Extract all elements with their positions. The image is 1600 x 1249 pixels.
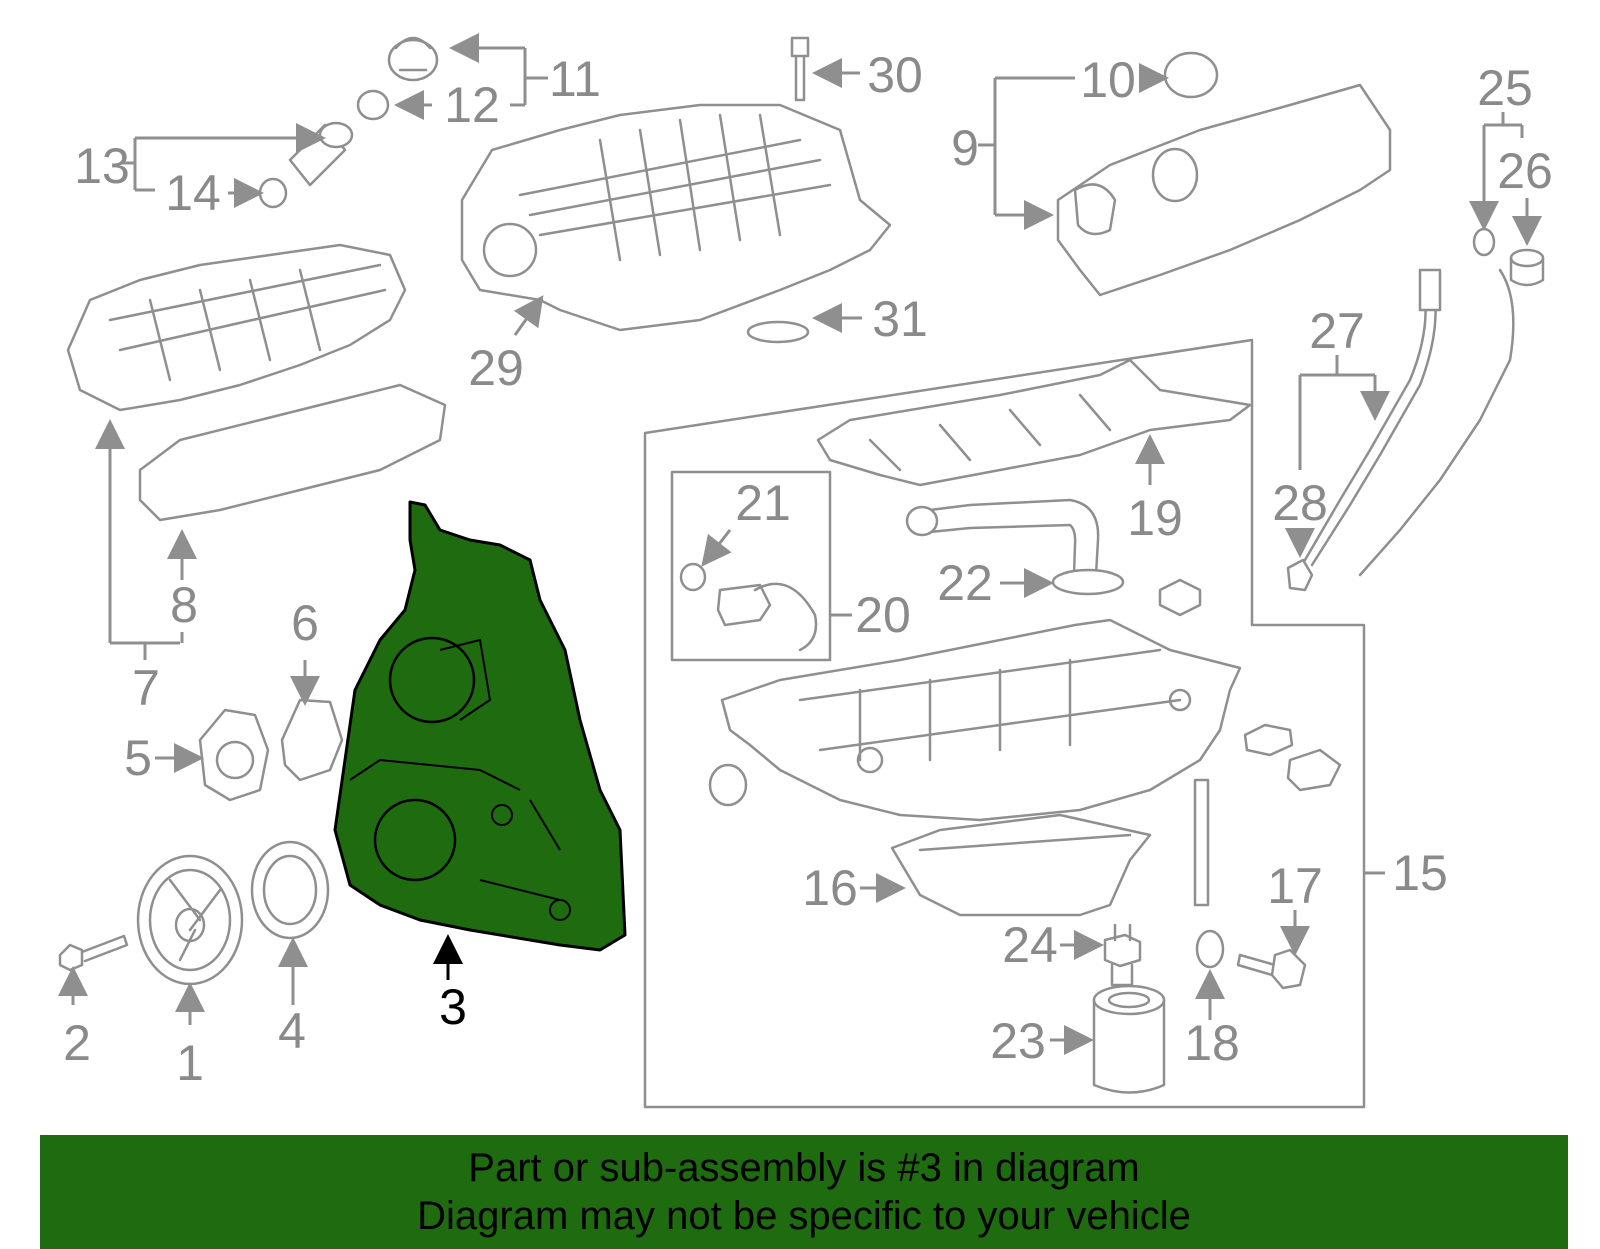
filler-tube-part bbox=[288, 121, 354, 187]
callout-22: 22 bbox=[937, 555, 993, 611]
pickup-nut-part bbox=[1158, 578, 1202, 617]
harmonic-balancer-part bbox=[136, 854, 244, 986]
oil-pan-part bbox=[720, 618, 1242, 822]
dipstick-plug-part bbox=[1509, 248, 1545, 287]
callout-13: 13 bbox=[74, 138, 130, 194]
callout-27: 27 bbox=[1309, 303, 1365, 359]
right-valve-cover-part bbox=[1056, 83, 1392, 297]
callout-25: 25 bbox=[1477, 60, 1533, 116]
callout-18: 18 bbox=[1184, 1015, 1240, 1071]
callout-28: 28 bbox=[1272, 475, 1328, 531]
callout-2: 2 bbox=[63, 1015, 91, 1071]
oil-pan-group-frame bbox=[643, 338, 1366, 1109]
callout-7: 7 bbox=[132, 660, 160, 716]
sensor-group-frame bbox=[670, 470, 832, 662]
callout-4: 4 bbox=[278, 1003, 306, 1059]
valve-cover-gasket-part bbox=[138, 383, 447, 522]
oil-filler-cap-part bbox=[387, 36, 439, 82]
oil-filter-fitting-part bbox=[1103, 923, 1142, 987]
drain-plug-washer-part bbox=[1195, 929, 1225, 969]
timing-cover-part bbox=[333, 500, 627, 952]
oil-filter-part bbox=[1092, 984, 1166, 1094]
callout-19: 19 bbox=[1127, 490, 1183, 546]
callout-6: 6 bbox=[291, 595, 319, 651]
callout-5: 5 bbox=[124, 730, 152, 786]
drain-plug-part bbox=[1236, 948, 1307, 990]
oil-pan-stud-part bbox=[1193, 778, 1210, 907]
intake-manifold-part bbox=[460, 103, 892, 332]
info-banner: Part or sub-assembly is #3 in diagram Di… bbox=[40, 1135, 1568, 1249]
callout-1: 1 bbox=[176, 1035, 204, 1091]
manifold-bolt-part bbox=[790, 36, 810, 102]
oil-pickup-tube-part bbox=[905, 498, 1125, 596]
callout-30: 30 bbox=[867, 47, 923, 103]
oil-pan-seal-part bbox=[1243, 723, 1342, 792]
callout-16: 16 bbox=[802, 860, 858, 916]
callout-31: 31 bbox=[872, 291, 928, 347]
tube-o-ring-part bbox=[258, 177, 288, 209]
callout-15: 15 bbox=[1392, 845, 1448, 901]
valve-cover-cap-part bbox=[1163, 51, 1219, 99]
banner-line-part-number: Part or sub-assembly is #3 in diagram bbox=[468, 1146, 1140, 1190]
callout-8: 8 bbox=[170, 577, 198, 633]
callout-21: 21 bbox=[735, 475, 791, 531]
banner-line-disclaimer: Diagram may not be specific to your vehi… bbox=[417, 1194, 1191, 1238]
dipstick-tube-cap-part bbox=[1286, 558, 1314, 592]
callout-24: 24 bbox=[1002, 917, 1058, 973]
water-outlet-part bbox=[198, 708, 270, 802]
callout-11: 11 bbox=[549, 51, 601, 107]
rear-seal-part bbox=[708, 763, 748, 807]
leader-lines bbox=[58, 33, 1542, 1055]
balancer-bolt-part bbox=[58, 934, 129, 972]
manifold-gasket-part bbox=[746, 320, 810, 344]
lower-oil-pan-part bbox=[890, 813, 1152, 917]
callout-29: 29 bbox=[468, 340, 524, 396]
callout-17: 17 bbox=[1267, 858, 1323, 914]
callout-14: 14 bbox=[165, 165, 221, 221]
left-valve-cover-part bbox=[66, 243, 407, 412]
dipstick-tube-part bbox=[1298, 268, 1442, 567]
callout-20: 20 bbox=[855, 587, 911, 643]
callout-26: 26 bbox=[1497, 143, 1553, 199]
oil-level-sensor-part bbox=[716, 582, 818, 652]
callout-3: 3 bbox=[439, 979, 467, 1035]
front-crank-seal-part bbox=[250, 840, 330, 940]
callout-10: 10 bbox=[1080, 52, 1136, 108]
callout-12: 12 bbox=[444, 77, 500, 133]
oil-pan-baffle-part bbox=[816, 358, 1252, 487]
callout-23: 23 bbox=[990, 1013, 1046, 1069]
sensor-o-ring-part bbox=[679, 562, 707, 592]
outlet-gasket-part bbox=[280, 698, 344, 782]
cap-seal-part bbox=[356, 89, 390, 121]
callout-9: 9 bbox=[951, 120, 979, 176]
